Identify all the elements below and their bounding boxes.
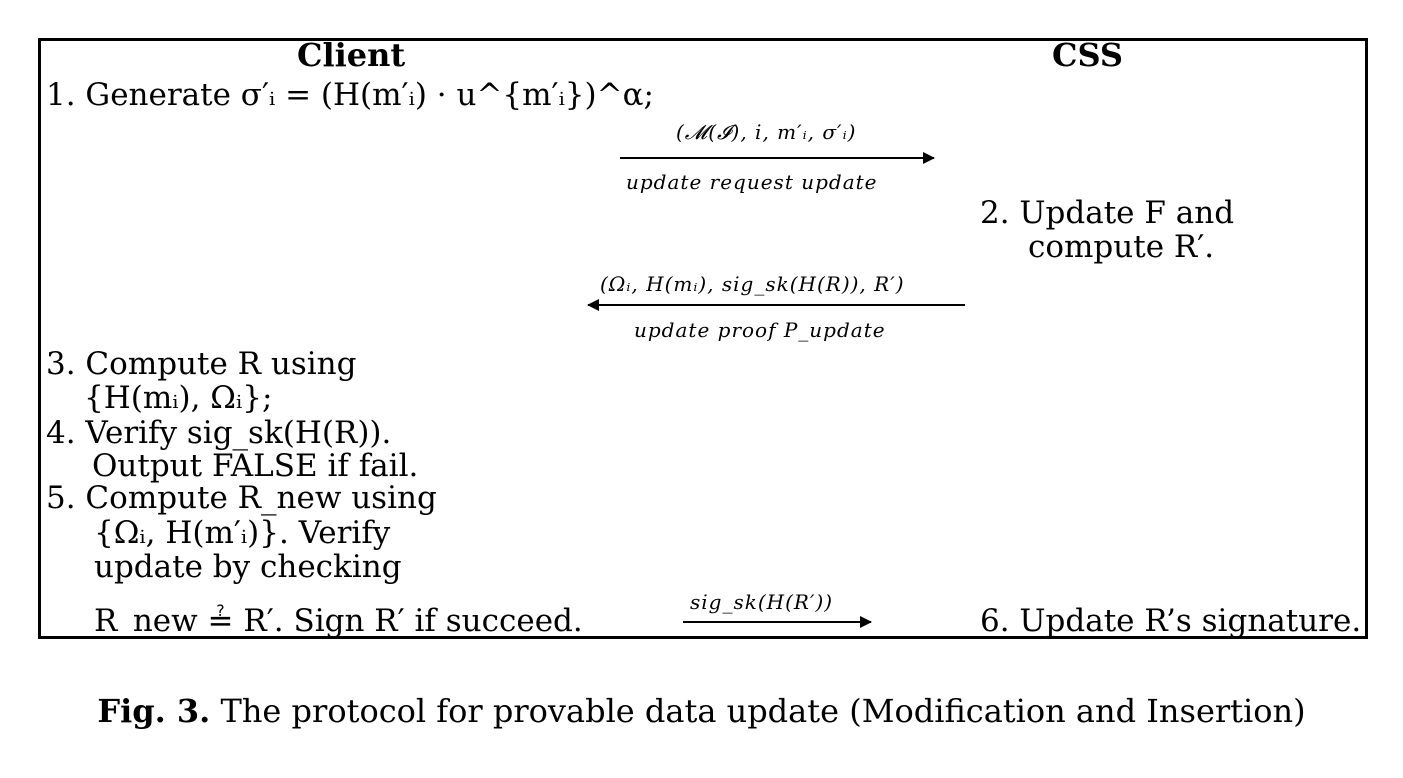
arrow-client-to-css-2 xyxy=(683,616,872,628)
step-3-line-2: {H(mᵢ), Ωᵢ}; xyxy=(84,380,273,416)
step-4-line-2: Output FALSE if fail. xyxy=(92,448,419,484)
client-header: Client xyxy=(297,36,406,74)
caption-text: The protocol for provable data update (M… xyxy=(220,692,1306,730)
step-2-line-1: 2. Update F and xyxy=(980,195,1235,231)
step-5-line-2: {Ωᵢ, H(m′ᵢ)}. Verify xyxy=(94,515,391,551)
css-header: CSS xyxy=(1052,36,1123,74)
step-4-line-1: 4. Verify sig_sk(H(R)). xyxy=(46,415,392,451)
figure-caption: Fig. 3. The protocol for provable data u… xyxy=(0,692,1403,730)
step-5-line-1: 5. Compute R_new using xyxy=(46,480,437,516)
message-2-label: (Ωᵢ, H(mᵢ), sig_sk(H(R)), R′) xyxy=(600,272,905,296)
message-2-caption: update proof P_update xyxy=(634,318,886,342)
step-2-line-2: compute R′. xyxy=(1028,229,1215,265)
caption-label: Fig. 3. xyxy=(97,692,211,730)
step-5-line-3: update by checking xyxy=(94,549,402,585)
message-1-caption: update request update xyxy=(626,170,878,194)
message-3-label: sig_sk(H(R′)) xyxy=(690,590,834,614)
protocol-frame xyxy=(38,38,1368,639)
arrow-client-to-css-1 xyxy=(620,152,935,164)
message-1-label: (𝓜(𝓘), i, m′ᵢ, σ′ᵢ) xyxy=(676,120,857,144)
step-5-line-4: R_new ≟ R′. Sign R′ if succeed. xyxy=(94,603,583,639)
arrow-css-to-client xyxy=(587,299,965,311)
step-1: 1. Generate σ′ᵢ = (H(m′ᵢ) · u^{m′ᵢ})^α; xyxy=(46,77,654,113)
step-6: 6. Update R’s signature. xyxy=(980,603,1362,639)
step-3-line-1: 3. Compute R using xyxy=(46,346,357,382)
